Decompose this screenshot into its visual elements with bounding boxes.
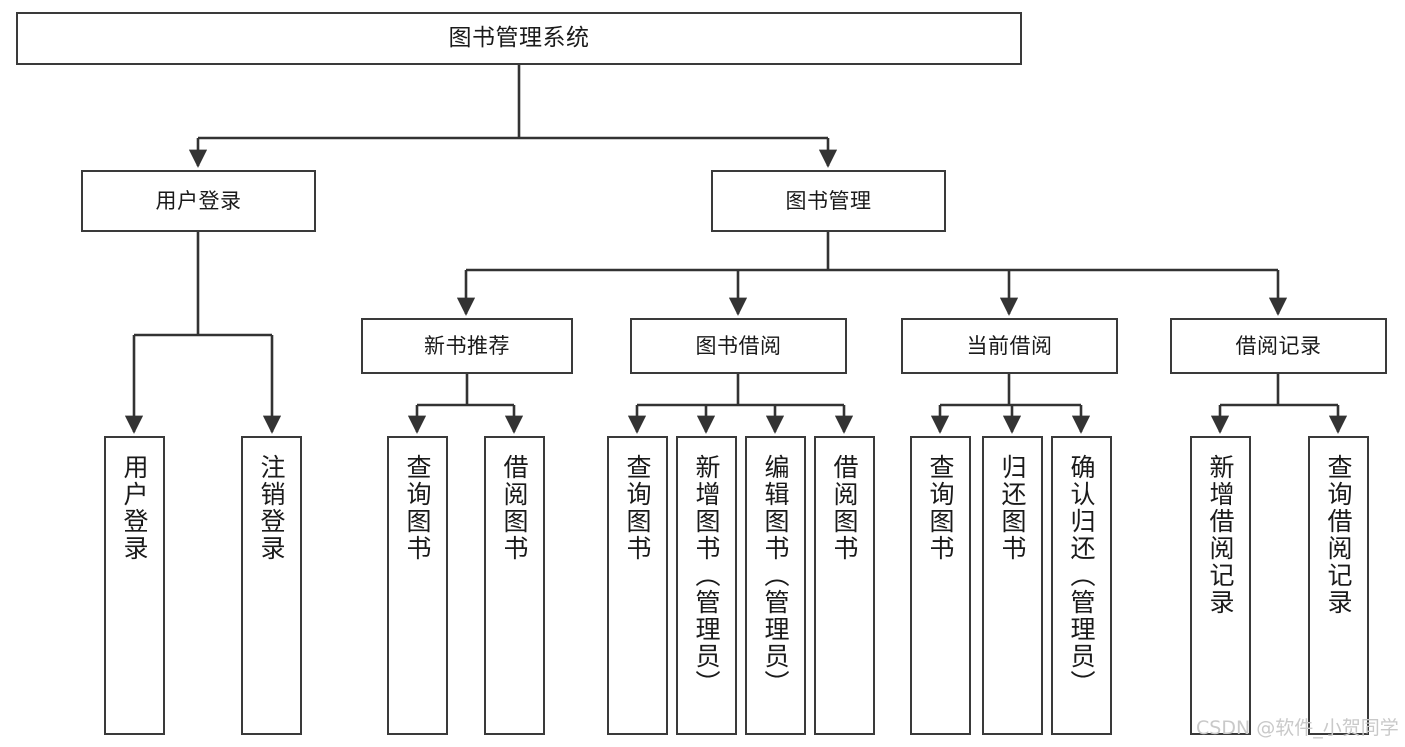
node-borrow-record[interactable]: 借阅记录 — [1170, 318, 1387, 374]
node-leaf-borrow-book[interactable]: 借阅图书 — [814, 436, 875, 735]
node-new-book-recommend[interactable]: 新书推荐 — [361, 318, 573, 374]
node-leaf-borrow-book-label: 借阅图书 — [830, 454, 859, 562]
node-book-manage[interactable]: 图书管理 — [711, 170, 946, 232]
node-leaf-add-borrow-record[interactable]: 新增借阅记录 — [1190, 436, 1251, 735]
node-leaf-add-book-label: 新增图书（管理员） — [692, 454, 721, 697]
node-leaf-user-login[interactable]: 用户登录 — [104, 436, 165, 735]
node-leaf-confirm-return[interactable]: 确认归还（管理员） — [1051, 436, 1112, 735]
node-leaf-edit-book[interactable]: 编辑图书（管理员） — [745, 436, 806, 735]
node-leaf-user-logout-label: 注销登录 — [257, 454, 286, 562]
node-leaf-add-borrow-record-label: 新增借阅记录 — [1206, 454, 1235, 616]
node-book-borrow[interactable]: 图书借阅 — [630, 318, 847, 374]
node-leaf-query-borrow-record[interactable]: 查询借阅记录 — [1308, 436, 1369, 735]
node-leaf-query-book-borrow-label: 查询图书 — [623, 454, 652, 562]
node-leaf-query-book-new[interactable]: 查询图书 — [387, 436, 448, 735]
node-leaf-return-book[interactable]: 归还图书 — [982, 436, 1043, 735]
watermark-text: CSDN @软件_小贺同学 — [1196, 717, 1399, 739]
node-root[interactable]: 图书管理系统 — [16, 12, 1022, 65]
node-root-label: 图书管理系统 — [448, 24, 590, 51]
node-leaf-query-book-current[interactable]: 查询图书 — [910, 436, 971, 735]
node-leaf-query-book-new-label: 查询图书 — [403, 454, 432, 562]
node-current-borrow[interactable]: 当前借阅 — [901, 318, 1118, 374]
node-leaf-query-borrow-record-label: 查询借阅记录 — [1324, 454, 1353, 616]
node-leaf-confirm-return-label: 确认归还（管理员） — [1067, 454, 1096, 697]
node-leaf-borrow-book-new[interactable]: 借阅图书 — [484, 436, 545, 735]
node-leaf-borrow-book-new-label: 借阅图书 — [500, 454, 529, 562]
node-leaf-query-book-current-label: 查询图书 — [926, 454, 955, 562]
node-current-borrow-label: 当前借阅 — [966, 333, 1053, 358]
node-borrow-record-label: 借阅记录 — [1235, 333, 1322, 358]
node-user-login-label: 用户登录 — [155, 188, 242, 213]
node-leaf-query-book-borrow[interactable]: 查询图书 — [607, 436, 668, 735]
node-book-manage-label: 图书管理 — [785, 188, 872, 213]
node-leaf-user-logout[interactable]: 注销登录 — [241, 436, 302, 735]
node-leaf-user-login-label: 用户登录 — [120, 454, 149, 562]
node-book-borrow-label: 图书借阅 — [695, 333, 782, 358]
node-leaf-edit-book-label: 编辑图书（管理员） — [761, 454, 790, 697]
node-user-login[interactable]: 用户登录 — [81, 170, 316, 232]
node-leaf-return-book-label: 归还图书 — [998, 454, 1027, 562]
node-leaf-add-book[interactable]: 新增图书（管理员） — [676, 436, 737, 735]
node-new-book-recommend-label: 新书推荐 — [424, 333, 510, 358]
